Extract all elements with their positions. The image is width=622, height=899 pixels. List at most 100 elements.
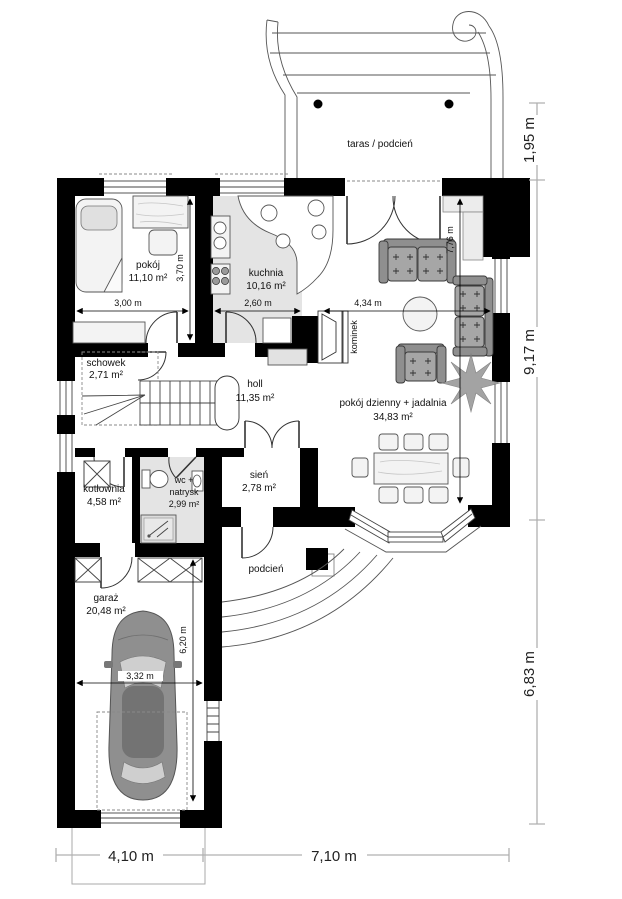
hall-cabinet (267, 348, 308, 366)
sofa-horizontal (378, 238, 457, 284)
fridge (262, 317, 292, 344)
kitchen-sink-bowl (311, 224, 327, 240)
fireplace: kominek (317, 310, 359, 364)
dim-pokoj-w: 3,00 m (114, 298, 142, 308)
wc-name-2: natrysk (169, 487, 199, 497)
room-garaz: garaż 20,48 m² (74, 557, 203, 811)
room-holl: holl 11,35 m² (236, 348, 308, 404)
bed-pillow (80, 205, 118, 231)
round-table (402, 296, 438, 332)
dim-right-bottom: 6,83 m (521, 651, 538, 697)
wall-right (492, 196, 510, 527)
toilet-bowl (149, 470, 169, 488)
sideboard (72, 321, 146, 344)
terrace-door-opening (345, 178, 442, 196)
schowek-name: schowek (87, 358, 127, 369)
kuchnia-area: 10,16 m² (246, 281, 286, 292)
salon-name: pokój dzienny + jadalnia (339, 398, 446, 409)
dim-kuchnia-w: 2,60 m (244, 298, 272, 308)
car-roof (122, 686, 164, 758)
terrace-door-left (346, 195, 396, 245)
garaz-area: 20,48 m² (86, 606, 126, 617)
wc-name-1: wc + (174, 475, 194, 485)
dining-chair (403, 433, 424, 451)
kitchen-sink-bowl (260, 204, 278, 222)
stairs-newel (214, 375, 240, 431)
dim-right-mid: 9,17 m (521, 329, 538, 375)
dim-garaz-w: 3,32 m (126, 671, 154, 681)
kitchen-counter (237, 195, 334, 295)
interior-walls (57, 196, 355, 557)
door-wc (168, 456, 177, 479)
stairs-winders (81, 394, 146, 426)
dining-chair (378, 433, 399, 451)
door-garaz (100, 556, 133, 589)
dining-chair (428, 433, 449, 451)
plant (440, 352, 502, 414)
burner (212, 277, 220, 285)
door-sien-left (244, 420, 273, 449)
burner (221, 267, 229, 275)
car-mirror (173, 661, 182, 668)
kotlownia-name: kotłownia (83, 484, 125, 495)
room-pokoj: pokój 11,10 m² (72, 195, 189, 344)
driveway-outline (71, 828, 206, 885)
bed-blanket-fold (103, 257, 123, 293)
podcien-label: podcień (248, 564, 283, 575)
dim-pokoj-h: 3,70 m (175, 254, 185, 282)
dining-set (351, 433, 470, 504)
sien-name: sień (250, 470, 268, 481)
room-kuchnia: kuchnia 10,16 m² (210, 195, 334, 344)
dining-chair (378, 486, 399, 504)
car-mirror (104, 661, 113, 668)
fireplace-firebox (321, 313, 337, 361)
dim-salon-w: 4,34 m (354, 298, 382, 308)
dining-table (373, 452, 449, 485)
door-entrance (241, 526, 274, 559)
dim-garaz-h: 6,20 m (178, 626, 188, 654)
pokoj-area: 11,10 m² (129, 273, 168, 284)
kitchen-sink-bowl (275, 233, 291, 249)
kuchnia-name: kuchnia (249, 268, 284, 279)
toilet-tank (141, 469, 151, 489)
dining-chair (428, 486, 449, 504)
sofa-vertical (452, 275, 494, 357)
stairs (81, 375, 240, 431)
dim-bottom-right: 7,10 m (311, 848, 357, 865)
wall-bay-right-corner (468, 505, 510, 527)
sien-area: 2,78 m² (242, 483, 277, 494)
wall-garage-right (204, 448, 222, 828)
terrace-column (313, 99, 323, 109)
counter-l-side (462, 211, 484, 261)
podcien-steps (221, 557, 394, 648)
room-kotlownia: kotłownia 4,58 m² (83, 460, 125, 508)
kominek-label: kominek (349, 320, 359, 354)
garaz-name: garaż (93, 593, 118, 604)
pokoj-name: pokój (136, 260, 160, 271)
dining-chair (452, 457, 470, 478)
terrace-column (444, 99, 454, 109)
dimensions-exterior: 1,95 m 9,17 m 6,83 m 4,10 m 7,10 m (55, 102, 545, 865)
dim-right-top: 1,95 m (521, 117, 538, 163)
door-pokoj (145, 311, 178, 344)
terrace: taras / podcień (265, 11, 504, 178)
burner (221, 277, 229, 285)
counter-l-top (442, 195, 484, 213)
kotlownia-area: 4,58 m² (87, 497, 122, 508)
car (104, 610, 182, 801)
dim-bottom-left: 4,10 m (108, 848, 154, 865)
bay-window (344, 508, 482, 553)
desk (132, 195, 189, 229)
terrace-door-right (392, 195, 441, 245)
kitchen-sink-bowl (307, 199, 325, 217)
wall-kotlownia-wc (132, 448, 140, 543)
salon-area: 34,83 m² (373, 412, 413, 423)
dining-chair (403, 486, 424, 504)
car-rear-window (120, 761, 166, 784)
armchair (395, 343, 447, 384)
burner (212, 267, 220, 275)
window-garage-right (206, 699, 220, 743)
wc-area: 2,99 m² (169, 499, 200, 509)
